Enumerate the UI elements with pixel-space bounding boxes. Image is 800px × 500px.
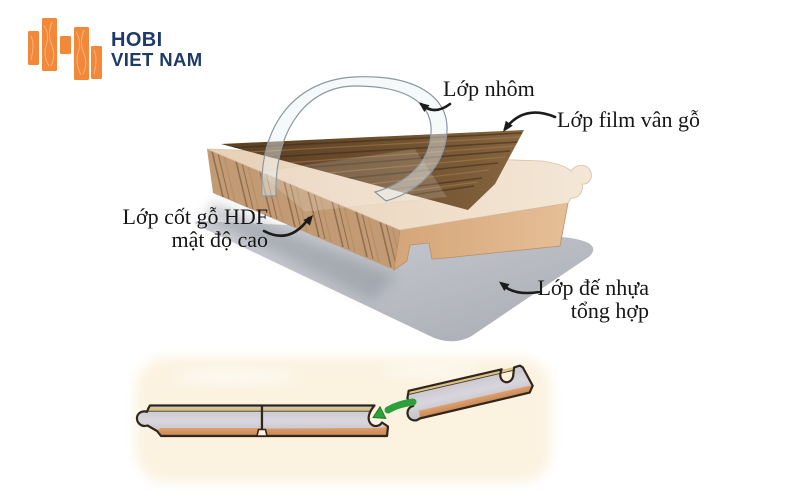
- arrow-core: [262, 215, 313, 238]
- brand-line1: HOBI: [111, 29, 163, 52]
- insert-arrow-head: [372, 405, 387, 419]
- hdf-core-front-face: [393, 202, 569, 271]
- arrow-base: [499, 281, 542, 295]
- arrow-core-line: [262, 216, 311, 238]
- plank-3-strip-line: [408, 369, 514, 395]
- plank-2-outline: [260, 404, 390, 438]
- plank-2-top-strip: [262, 408, 373, 411]
- label-aluminum-layer: Lớp nhôm: [443, 76, 535, 101]
- brand-line2: VIET NAM: [111, 48, 203, 70]
- panel-highlight-2: [382, 364, 478, 378]
- hdf-core-grain-texture: [211, 150, 400, 270]
- arrow-film-head: [503, 120, 513, 132]
- arrow-base-head: [499, 281, 510, 291]
- grain-dark: [211, 150, 392, 268]
- label-film-layer: Lớp film vân gỗ: [557, 107, 700, 132]
- film-grain-light: [231, 136, 521, 205]
- plank-1-underlay: [157, 428, 262, 436]
- plank-1-outline: [135, 404, 264, 438]
- insert-arrow: [372, 398, 417, 419]
- label-core-layer-line1: Lớp cốt gỗ HDF: [123, 204, 268, 229]
- plank-3: [406, 364, 534, 422]
- logo-text: HOBI VIET NAM: [111, 30, 203, 69]
- label-core-layer-line2: mật độ cao: [171, 227, 268, 252]
- logo-plank-grain: [30, 21, 97, 76]
- core-shadow: [206, 202, 398, 300]
- label-base-layer-line1: Lớp đế nhựa: [537, 275, 649, 300]
- logo: HOBI VIET NAM: [28, 16, 203, 84]
- plank-1-top-strip: [148, 408, 262, 411]
- installation-illustration: [135, 358, 551, 482]
- plank-2-underlay: [262, 426, 388, 436]
- logo-icon: [28, 18, 102, 80]
- arrow-core-head: [303, 215, 313, 226]
- panel-highlight-1: [173, 369, 297, 385]
- plank-2: [260, 404, 390, 438]
- aluminum-film-curl: [261, 76, 448, 202]
- plank-joint-seam: [255, 406, 269, 437]
- insert-arrow-shaft: [384, 398, 417, 414]
- film-grain-dark: [227, 132, 523, 209]
- label-base-layer-line2: tổng hợp: [571, 298, 649, 323]
- plank-3-underlay: [418, 385, 533, 419]
- grain-light: [223, 155, 400, 270]
- plank-3-outline: [406, 364, 534, 422]
- plank-3-top-strip: [408, 366, 515, 395]
- arrow-film: [503, 111, 557, 132]
- arrow-aluminum-head: [419, 102, 430, 112]
- wood-film-grain: [227, 132, 523, 209]
- arrow-film-line: [503, 111, 557, 131]
- plank-1: [135, 404, 264, 438]
- seam-bottom-notch: [255, 428, 269, 437]
- arrow-aluminum: [419, 102, 452, 112]
